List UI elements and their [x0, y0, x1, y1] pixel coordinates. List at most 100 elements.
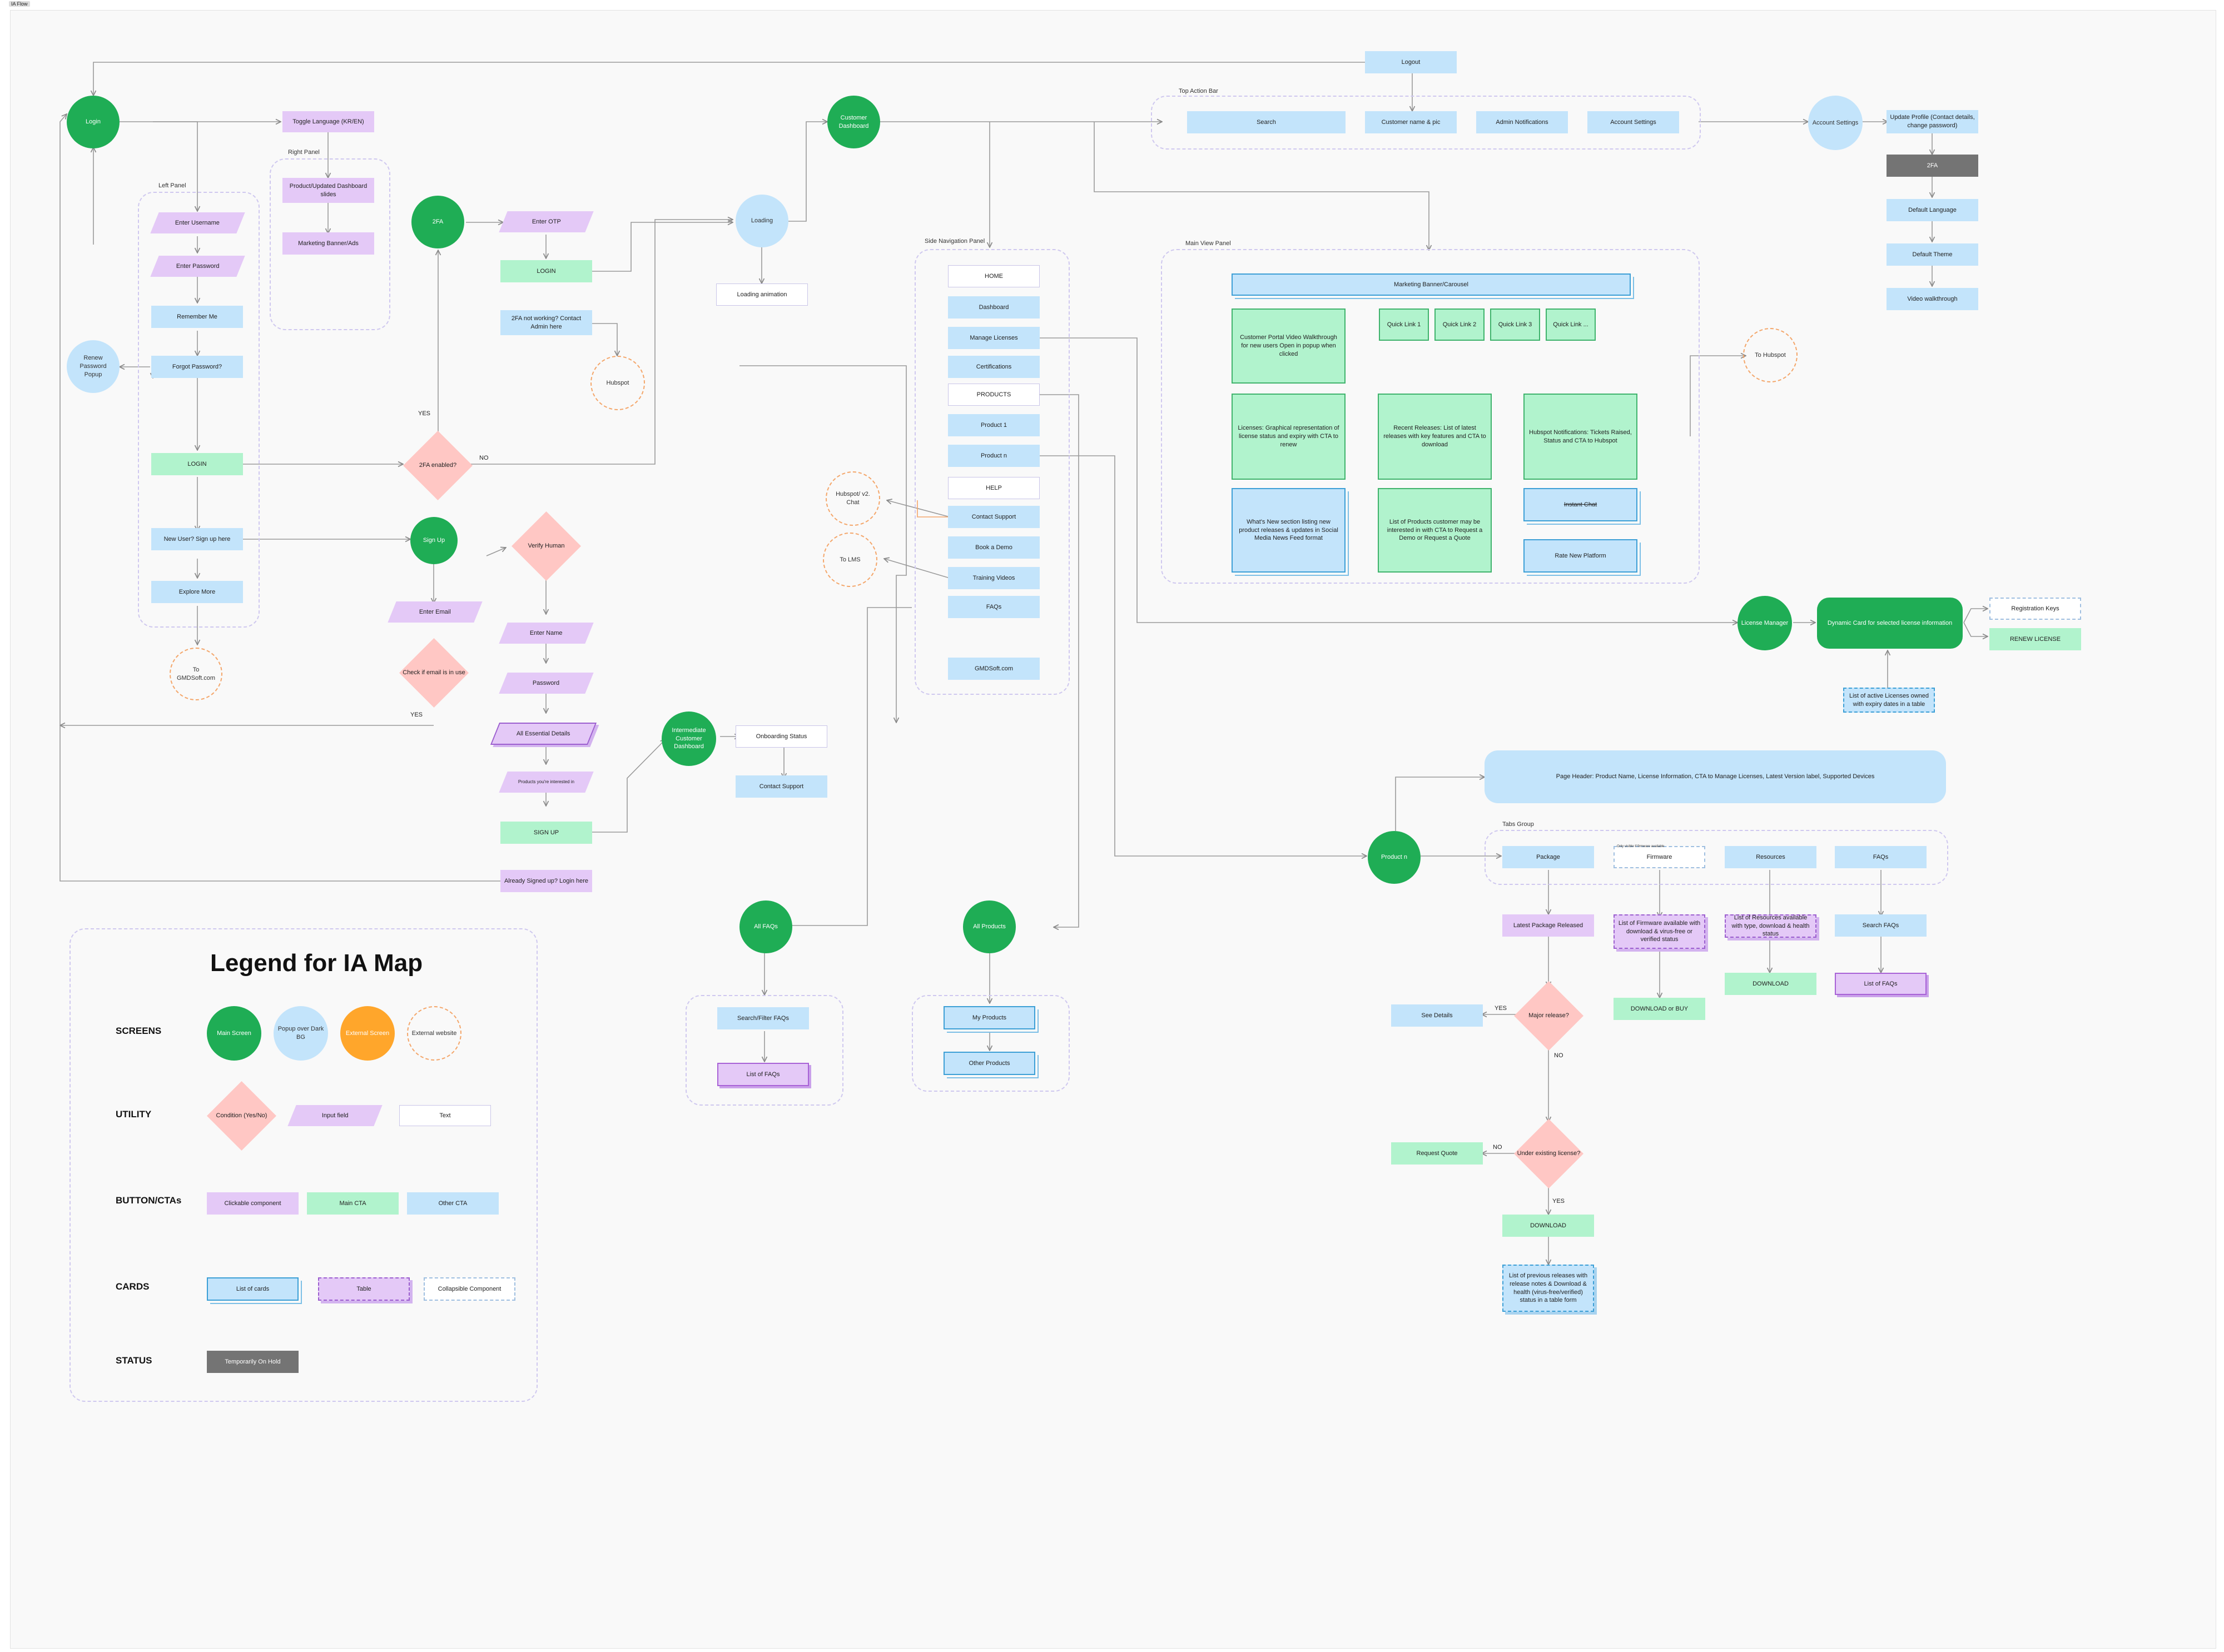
nav-dashboard[interactable]: Dashboard — [948, 296, 1040, 319]
otp-login-button[interactable]: LOGIN — [500, 260, 592, 282]
twofa-contact-admin-link[interactable]: 2FA not working? Contact Admin here — [500, 310, 592, 335]
faqs-tab[interactable]: FAQs — [1835, 846, 1927, 868]
quick-link-2[interactable]: Quick Link 2 — [1434, 308, 1485, 341]
previous-releases-table[interactable]: List of previous releases with release n… — [1502, 1265, 1594, 1312]
legend-condition: Condition (Yes/No) — [207, 1081, 276, 1151]
already-signed-up-link[interactable]: Already Signed up? Login here — [500, 870, 592, 892]
nav-gmdsoft[interactable]: GMDSoft.com — [948, 658, 1040, 680]
rate-platform-card[interactable]: Rate New Platform — [1523, 539, 1637, 573]
new-user-signup-link[interactable]: New User? Sign up here — [151, 528, 243, 550]
main-view-group — [1161, 249, 1700, 584]
other-products-card[interactable]: Other Products — [944, 1052, 1035, 1075]
default-language-button[interactable]: Default Language — [1887, 199, 1978, 221]
video-walkthrough-button[interactable]: Video walkthrough — [1887, 288, 1978, 310]
twofa-screen[interactable]: 2FA — [411, 196, 464, 248]
download-button[interactable]: DOWNLOAD — [1502, 1215, 1594, 1237]
products-group — [912, 995, 1070, 1092]
dynamic-license-card[interactable]: Dynamic Card for selected license inform… — [1817, 598, 1963, 649]
enter-username-input[interactable]: Enter Username — [150, 212, 245, 233]
customer-name-button[interactable]: Customer name & pic — [1365, 111, 1457, 133]
download-or-buy-button[interactable]: DOWNLOAD or BUY — [1614, 998, 1705, 1020]
legend-text: Text — [399, 1105, 491, 1126]
product-n-screen[interactable]: Product n — [1368, 831, 1421, 884]
toggle-language-button[interactable]: Toggle Language (KR/EN) — [282, 111, 374, 132]
customer-dashboard-screen[interactable]: Customer Dashboard — [827, 96, 880, 148]
customer-portal-card[interactable]: Customer Portal Video Walkthrough for ne… — [1232, 308, 1346, 384]
twofa-no-label: NO — [479, 455, 489, 461]
right-panel-group — [270, 158, 390, 330]
see-details-button[interactable]: See Details — [1391, 1004, 1483, 1027]
signup-button[interactable]: SIGN UP — [500, 822, 592, 844]
firmware-list-table[interactable]: List of Firmware available with download… — [1614, 914, 1705, 949]
search-faqs-button[interactable]: Search FAQs — [1835, 914, 1927, 937]
legend-table: Table — [318, 1277, 410, 1301]
recent-releases-card[interactable]: Recent Releases: List of latest releases… — [1378, 394, 1492, 480]
marketing-banner-carousel[interactable]: Marketing Banner/Carousel — [1232, 273, 1631, 296]
enter-otp-input[interactable]: Enter OTP — [499, 211, 594, 232]
logout-button[interactable]: Logout — [1365, 51, 1457, 73]
admin-notifications-button[interactable]: Admin Notifications — [1476, 111, 1568, 133]
legend-screens-label: SCREENS — [116, 1026, 162, 1036]
tabs-group-label: Tabs Group — [1502, 821, 1534, 828]
instant-chat-card[interactable]: Instant Chat — [1523, 488, 1637, 521]
loading-animation-text: Loading animation — [716, 283, 808, 306]
forgot-password-link[interactable]: Forgot Password? — [151, 356, 243, 378]
whats-new-card[interactable]: What's New section listing new product r… — [1232, 488, 1346, 573]
resources-tab[interactable]: Resources — [1725, 846, 1816, 868]
legend-panel — [70, 928, 538, 1402]
login-button[interactable]: LOGIN — [151, 453, 243, 475]
search-button[interactable]: Search — [1187, 111, 1346, 133]
hubspot-notifications-card[interactable]: Hubspot Notifications: Tickets Raised, S… — [1523, 394, 1637, 480]
nav-product-1[interactable]: Product 1 — [948, 414, 1040, 436]
quick-link-3[interactable]: Quick Link 3 — [1490, 308, 1540, 341]
quick-link-n[interactable]: Quick Link ... — [1546, 308, 1596, 341]
right-panel-label: Right Panel — [288, 149, 320, 156]
enter-password-input[interactable]: Enter Password — [150, 256, 245, 277]
package-tab[interactable]: Package — [1502, 846, 1594, 868]
remember-me-checkbox[interactable]: Remember Me — [151, 306, 243, 328]
default-theme-button[interactable]: Default Theme — [1887, 243, 1978, 266]
marketing-banner-ads[interactable]: Marketing Banner/Ads — [282, 232, 374, 255]
active-licenses-table[interactable]: List of active Licenses owned with expir… — [1843, 688, 1935, 713]
search-filter-faqs-button[interactable]: Search/Filter FAQs — [717, 1007, 809, 1029]
product-page-header[interactable]: Page Header: Product Name, License Infor… — [1485, 750, 1946, 803]
all-essential-details-input[interactable]: All Essential Details — [490, 723, 597, 745]
my-products-card[interactable]: My Products — [944, 1006, 1035, 1029]
all-products-screen[interactable]: All Products — [963, 900, 1016, 953]
nav-faqs[interactable]: FAQs — [948, 596, 1040, 618]
signup-password-input[interactable]: Password — [499, 673, 594, 694]
nav-product-n[interactable]: Product n — [948, 445, 1040, 467]
update-profile-button[interactable]: Update Profile (Contact details, change … — [1887, 110, 1978, 133]
all-faqs-screen[interactable]: All FAQs — [739, 900, 792, 953]
request-quote-button[interactable]: Request Quote — [1391, 1142, 1483, 1165]
nav-training-videos[interactable]: Training Videos — [948, 567, 1040, 589]
products-interested-input[interactable]: Products you're interested in — [499, 772, 594, 793]
nav-manage-licenses[interactable]: Manage Licenses — [948, 327, 1040, 349]
resources-download-button[interactable]: DOWNLOAD — [1725, 973, 1816, 995]
renew-license-button[interactable]: RENEW LICENSE — [1989, 628, 2081, 650]
product-slides[interactable]: Product/Updated Dashboard slides — [282, 178, 374, 203]
signup-screen[interactable]: Sign Up — [410, 517, 458, 564]
login-screen[interactable]: Login — [67, 96, 120, 148]
latest-package-button[interactable]: Latest Package Released — [1502, 914, 1594, 937]
nav-certifications[interactable]: Certifications — [948, 356, 1040, 378]
account-settings-button[interactable]: Account Settings — [1587, 111, 1679, 133]
product-faqs-list-card[interactable]: List of FAQs — [1835, 973, 1927, 995]
enter-name-input[interactable]: Enter Name — [499, 623, 594, 644]
firmware-tab[interactable]: Firmware — [1614, 846, 1705, 868]
nav-contact-support[interactable]: Contact Support — [948, 506, 1040, 528]
explore-more-link[interactable]: Explore More — [151, 581, 243, 603]
account-twofa-button[interactable]: 2FA — [1887, 155, 1978, 177]
intermediate-dashboard-screen[interactable]: Intermediate Customer Dashboard — [662, 711, 716, 766]
nav-book-demo[interactable]: Book a Demo — [948, 536, 1040, 559]
intermediate-contact-support-button[interactable]: Contact Support — [736, 775, 827, 798]
license-manager-screen[interactable]: License Manager — [1738, 596, 1792, 650]
registration-keys-collapsible[interactable]: Registration Keys — [1989, 598, 2081, 620]
enter-email-input[interactable]: Enter Email — [388, 601, 483, 623]
faqs-list-card[interactable]: List of FAQs — [717, 1063, 809, 1086]
check-email-condition: Check if email is in use — [399, 638, 469, 708]
quick-link-1[interactable]: Quick Link 1 — [1379, 308, 1429, 341]
list-of-products-card[interactable]: List of Products customer may be interes… — [1378, 488, 1492, 573]
resources-list-table[interactable]: List of Resources available with type, d… — [1725, 914, 1816, 938]
licenses-card[interactable]: Licenses: Graphical representation of li… — [1232, 394, 1346, 480]
